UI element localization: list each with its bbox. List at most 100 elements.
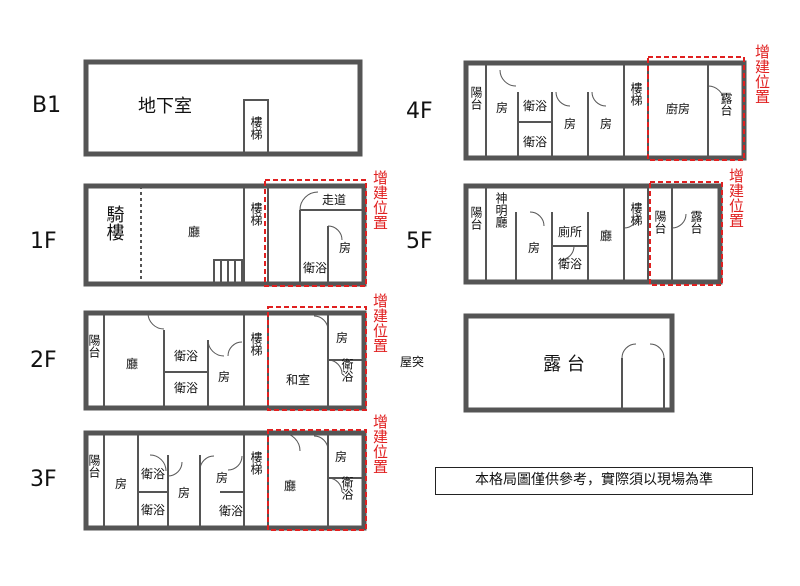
outer-wall bbox=[463, 313, 675, 413]
door-arc bbox=[207, 339, 225, 357]
door-arc bbox=[707, 85, 725, 103]
room-label-arcade: 騎樓 bbox=[104, 205, 125, 241]
door-arc bbox=[313, 315, 329, 331]
room-label-room4: 房 bbox=[335, 449, 347, 464]
room-label-room: 房 bbox=[528, 240, 540, 255]
outer-wall bbox=[83, 430, 367, 531]
room-label-japanese-room: 和室 bbox=[286, 372, 310, 387]
door-arc bbox=[313, 435, 329, 451]
extension-label: 增建位置 bbox=[371, 293, 389, 353]
outer-wall bbox=[83, 59, 363, 157]
door-arc bbox=[559, 245, 575, 261]
room-label-room2: 房 bbox=[178, 485, 190, 500]
room-label-room1: 房 bbox=[218, 369, 230, 384]
door-arc bbox=[167, 461, 183, 477]
door-arc bbox=[327, 359, 343, 375]
room-label-bath2: 衛浴 bbox=[174, 381, 198, 395]
floor-label-2f: 2F bbox=[30, 348, 57, 373]
door-arc bbox=[327, 477, 343, 493]
room-label-bath: 衛浴 bbox=[558, 257, 582, 271]
extension-label: 增建位置 bbox=[727, 168, 745, 228]
room-label-corridor: 走道 bbox=[322, 193, 346, 207]
room-label-stairs: 樓梯 bbox=[249, 331, 263, 356]
room-label-stairs: 樓梯 bbox=[629, 201, 643, 226]
floor-label-3f: 3F bbox=[30, 467, 57, 492]
door-arc bbox=[227, 341, 243, 357]
extension-box bbox=[647, 56, 745, 161]
room-label-balcony: 陽台 bbox=[87, 454, 101, 478]
room-label-balcony1: 陽台 bbox=[469, 206, 483, 230]
room-label-hall: 廳 bbox=[284, 478, 296, 493]
room-label-bath2: 衛浴 bbox=[141, 503, 165, 517]
door-arc bbox=[327, 225, 343, 241]
floor-b1: B1 地下室 樓梯 bbox=[32, 59, 363, 157]
door-arc bbox=[621, 343, 637, 359]
room-label-room3: 房 bbox=[600, 116, 612, 131]
room-label-bath3: 衛浴 bbox=[219, 504, 243, 518]
room-label-room3: 房 bbox=[216, 470, 228, 485]
room-label-balcony: 陽台 bbox=[87, 334, 101, 358]
room-label-shrine: 神明廳 bbox=[494, 192, 508, 229]
disclaimer-note: 本格局圖僅供參考，實際須以現場為準 bbox=[435, 467, 753, 495]
door-arc bbox=[671, 213, 687, 229]
room-label-hall: 廳 bbox=[126, 356, 138, 371]
outer-wall bbox=[463, 60, 747, 161]
room-label-balcony2: 陽台 bbox=[653, 210, 667, 234]
floor-label-b1: B1 bbox=[32, 93, 61, 118]
door-arc bbox=[649, 343, 665, 359]
door-arc bbox=[227, 455, 243, 471]
room-label-room2: 房 bbox=[336, 330, 348, 345]
room-label-room1: 房 bbox=[115, 476, 127, 491]
door-arc bbox=[499, 69, 517, 87]
room-label-room2: 房 bbox=[564, 116, 576, 131]
floor-3f: 3F 陽台 房 衛浴 衛浴 房 房 衛浴 樓梯 廳 房 衛浴 增建位置 bbox=[30, 414, 389, 531]
extension-box bbox=[264, 179, 367, 287]
extension-box bbox=[267, 429, 367, 531]
floor-1f: 1F 騎樓 廳 樓梯 走道 衛浴 房 增建位置 bbox=[30, 170, 389, 287]
floor-label-4f: 4F bbox=[406, 99, 433, 124]
door-arc bbox=[555, 91, 571, 107]
stair-partition bbox=[243, 99, 269, 155]
room-label-terrace: 露台 bbox=[689, 210, 703, 234]
room-label-bath2: 衛浴 bbox=[523, 135, 547, 149]
extension-label: 增建位置 bbox=[371, 414, 389, 474]
outer-wall bbox=[463, 183, 723, 285]
floor-roof: 屋突 露 台 bbox=[400, 313, 675, 413]
door-arc bbox=[529, 211, 545, 227]
room-label-bath1: 衛浴 bbox=[141, 467, 165, 481]
extension-box bbox=[267, 306, 367, 411]
room-label-bath3: 衛浴 bbox=[340, 358, 354, 383]
extension-label: 增建位置 bbox=[753, 44, 771, 104]
floor-label-roof: 屋突 bbox=[400, 354, 424, 369]
room-label-stairs: 樓梯 bbox=[249, 115, 263, 140]
door-arc bbox=[281, 432, 301, 452]
room-label-stairs: 樓梯 bbox=[249, 450, 263, 475]
floor-5f: 5F 陽台 神明廳 房 廁所 衛浴 廳 樓梯 陽台 露台 增建位置 bbox=[406, 168, 745, 286]
floor-label-1f: 1F bbox=[30, 229, 57, 254]
room-label-basement: 地下室 bbox=[138, 96, 192, 117]
room-label-terrace: 露 台 bbox=[543, 354, 585, 375]
door-arc bbox=[147, 312, 165, 330]
room-label-stairs: 樓梯 bbox=[249, 201, 263, 226]
room-label-room: 房 bbox=[339, 240, 351, 255]
room-label-stairs: 樓梯 bbox=[629, 81, 643, 106]
room-label-hall: 廳 bbox=[188, 224, 200, 239]
floor-2f: 2F 陽台 廳 衛浴 衛浴 房 樓梯 和室 房 衛浴 增建位置 bbox=[30, 293, 389, 411]
door-arc bbox=[199, 455, 215, 471]
room-label-room1: 房 bbox=[496, 100, 508, 115]
room-label-terrace: 露台 bbox=[719, 92, 733, 116]
floor-4f: 4F 陽台 房 衛浴 衛浴 房 房 樓梯 廚房 露台 增建位置 bbox=[406, 44, 771, 161]
room-label-kitchen: 廚房 bbox=[666, 101, 690, 116]
door-arc bbox=[623, 213, 639, 229]
door-arc bbox=[299, 191, 319, 211]
room-label-bath: 衛浴 bbox=[303, 261, 327, 275]
extension-box bbox=[649, 181, 723, 286]
room-label-bath1: 衛浴 bbox=[523, 99, 547, 113]
room-label-balcony: 陽台 bbox=[469, 86, 483, 110]
door-arc bbox=[149, 454, 167, 472]
room-label-hall: 廳 bbox=[600, 228, 612, 243]
room-label-bath1: 衛浴 bbox=[174, 349, 198, 363]
floor-label-5f: 5F bbox=[406, 229, 433, 254]
room-label-bath4: 衛浴 bbox=[340, 476, 354, 501]
